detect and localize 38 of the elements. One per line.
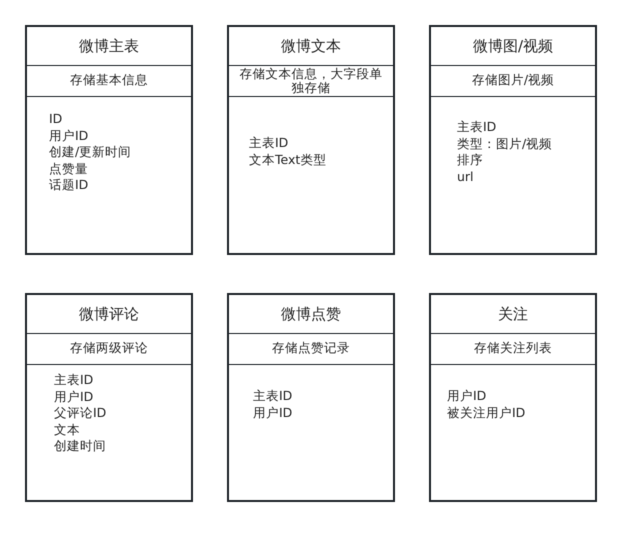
table-title: 微博文本 [280,37,342,56]
field-name: 话题ID [49,177,88,193]
field-name: ID [49,111,62,127]
table-title: 微博主表 [78,37,140,56]
table-title: 关注 [497,305,529,324]
field-name: 创建时间 [54,438,106,454]
table-description: 存储点赞记录 [271,339,351,355]
table-description: 存储图片/视频 [470,71,556,87]
field-name: 用户ID [49,128,88,144]
table-box [429,293,597,502]
field-name: 主表ID [253,388,292,404]
table-description: 存储基本信息 [69,71,149,87]
field-name: 点赞量 [49,160,88,176]
table-title: 微博图/视频 [472,37,554,56]
field-name: 被关注用户ID [447,404,526,420]
field-name: 文本Text类型 [249,152,326,168]
table-description: 存储两级评论 [69,339,149,355]
table-title: 微博点赞 [280,305,342,324]
table-description: 存储文本信息，大字段单独存储 [238,66,384,95]
field-name: 排序 [457,152,483,168]
table-box [227,293,395,502]
field-name: 用户ID [253,404,292,420]
field-name: url [457,168,474,184]
field-name: 主表ID [54,372,94,388]
table-box [429,25,597,255]
table-box [25,25,193,255]
field-name: 主表ID [249,135,288,151]
table-box [227,25,395,255]
field-name: 用户ID [54,388,94,404]
field-name: 主表ID [457,119,496,135]
field-name: 文本 [54,422,80,438]
table-box [25,293,193,502]
field-name: 类型：图片/视频 [457,136,552,152]
field-name: 父评论ID [54,405,106,421]
table-description: 存储关注列表 [473,339,553,355]
field-name: 创建/更新时间 [49,144,132,160]
table-title: 微博评论 [78,305,140,324]
field-name: 用户ID [447,388,486,404]
